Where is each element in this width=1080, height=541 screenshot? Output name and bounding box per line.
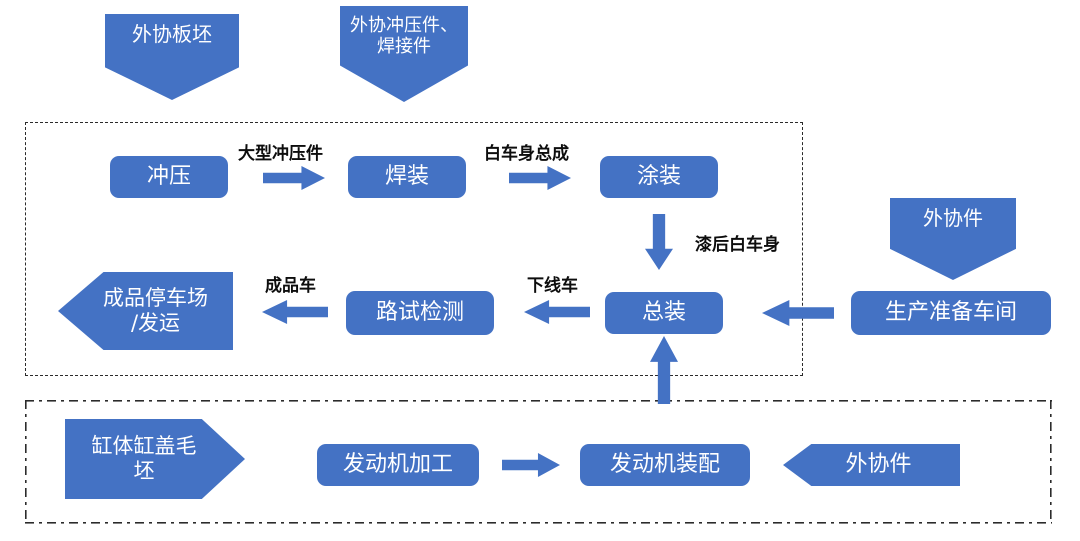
edge-label-painted-body: 漆后白车身 xyxy=(695,235,780,255)
edge-label-finished-vehicle: 成品车 xyxy=(265,276,316,296)
node-slab[interactable]: 外协板坯 xyxy=(105,14,239,100)
edge-label-body-in-white: 白车身总成 xyxy=(484,144,569,164)
edge-label-large-stampings: 大型冲压件 xyxy=(238,144,323,164)
node-engine-blank[interactable]: 缸体缸盖毛 坯 xyxy=(65,419,245,499)
node-engine-machining[interactable]: 发动机加工 xyxy=(317,444,479,486)
node-welding[interactable]: 焊装 xyxy=(348,156,466,198)
node-engine-assembly[interactable]: 发动机装配 xyxy=(580,444,750,486)
edge-label-offline-vehicle: 下线车 xyxy=(527,276,578,296)
node-road-test[interactable]: 路试检测 xyxy=(346,291,494,335)
node-final-assembly[interactable]: 总装 xyxy=(605,292,723,334)
node-outsourced-parts-bottom[interactable]: 外协件 xyxy=(783,444,960,486)
node-stamping[interactable]: 冲压 xyxy=(110,156,228,198)
node-stamped-welded[interactable]: 外协冲压件、 焊接件 xyxy=(340,6,468,102)
vehicle-plant-group xyxy=(25,122,803,376)
node-production-prep[interactable]: 生产准备车间 xyxy=(851,291,1051,335)
node-outsourced-parts-top[interactable]: 外协件 xyxy=(890,198,1016,280)
node-painting[interactable]: 涂装 xyxy=(600,156,718,198)
